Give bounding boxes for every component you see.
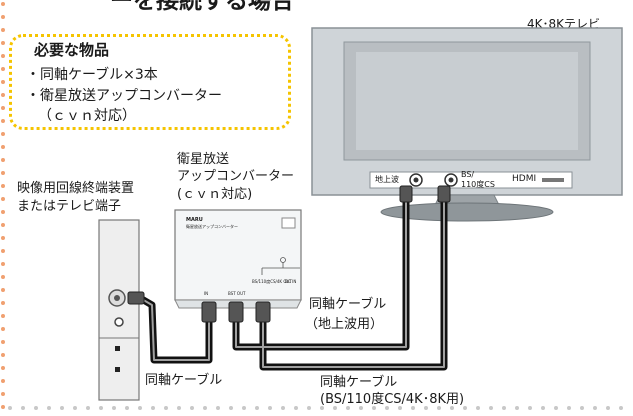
cable-label-bs: 同軸ケーブル <box>320 375 398 390</box>
tv-port-bs: BS/ <box>461 170 475 179</box>
converter-port-dc: DC IN <box>285 279 297 284</box>
converter-brand: MARU <box>186 217 203 223</box>
left-dotted-border <box>0 0 6 416</box>
tv-port-bs: 110度CS <box>461 180 495 189</box>
cable-label-terrestrial: （地上波用） <box>305 317 384 332</box>
converter-device-text: 衛星放送アップコンバーター <box>186 224 238 229</box>
required-item: ・衛星放送アップコンバーター <box>26 88 222 104</box>
required-items-box <box>9 34 291 130</box>
cable-label-bs: (BS/110度CS/4K･8K用) <box>320 392 465 407</box>
terminal-label: 映像用回線終端装置 <box>17 181 135 196</box>
converter-label: 衛星放送 <box>177 152 230 167</box>
tv-port-hdmi: HDMI <box>512 174 537 184</box>
converter-port-out: BST OUT <box>228 291 246 296</box>
required-items-title: 必要な物品 <box>34 41 110 59</box>
wall-terminal <box>98 219 140 401</box>
cable-label-wall: 同軸ケーブル <box>145 373 223 388</box>
tv <box>311 27 623 222</box>
converter-port-in: IN <box>204 291 209 296</box>
converter-port-mix: BS/110度CS/4K OUT <box>252 279 292 284</box>
terminal-label: またはテレビ端子 <box>17 199 122 214</box>
page-title-partial: ーを接続する場合 <box>110 0 294 14</box>
required-item: （ｃｖｎ対応） <box>38 108 136 124</box>
required-item: ・同軸ケーブル×3本 <box>26 67 158 83</box>
tv-port-terrestrial: 地上波 <box>375 175 399 184</box>
converter-device <box>174 209 302 309</box>
converter-label: アップコンバーター <box>177 169 295 184</box>
bottom-dotted-border <box>0 404 633 412</box>
converter-label: (ｃｖｎ対応) <box>177 187 253 202</box>
connectors <box>127 185 451 323</box>
cable-label-terrestrial: 同軸ケーブル <box>309 297 387 312</box>
